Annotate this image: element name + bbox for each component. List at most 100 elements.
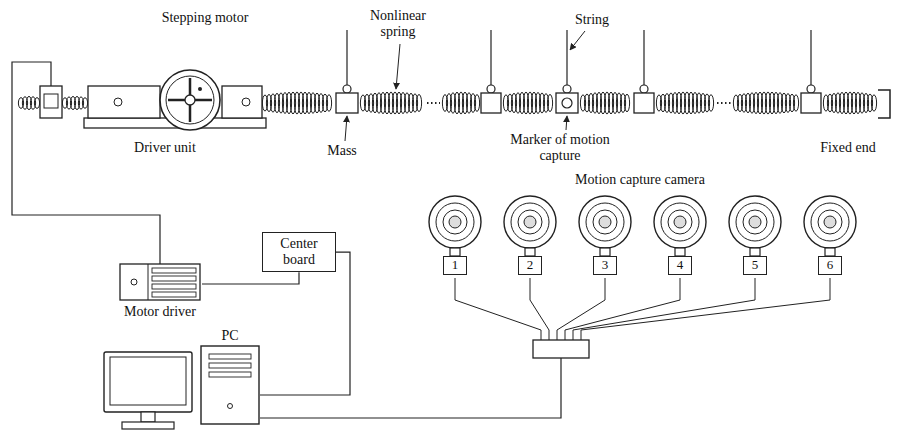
fixed-end: [878, 90, 890, 118]
camera-body: [654, 196, 706, 248]
driver-knob: [131, 279, 137, 285]
motion-capture-marker: [562, 98, 572, 108]
string: [810, 30, 811, 85]
nonlinear-spring: [360, 92, 421, 114]
nonlinear-spring: [503, 92, 552, 114]
string-ring: [563, 85, 571, 93]
stepping-motor-hub: [185, 95, 195, 105]
camera-cable: [455, 278, 541, 340]
part-label: Fixed end: [808, 140, 888, 156]
monitor-screen: [110, 357, 186, 405]
string-ring: [640, 85, 648, 93]
camera-group: [429, 196, 856, 256]
camera-neck: [600, 248, 610, 256]
camera-number-box: 1: [443, 256, 467, 275]
monitor-base: [122, 422, 174, 429]
camera-cable: [565, 278, 680, 340]
camera-to-pc-cable: [260, 358, 561, 418]
nonlinear-spring: [442, 92, 479, 114]
camera-neck: [525, 248, 535, 256]
driver-slot: [152, 268, 196, 273]
camera-ring: [736, 203, 774, 241]
bolt: [242, 98, 250, 106]
mass: [556, 93, 578, 113]
nonlinear-spring: [18, 96, 39, 109]
mass: [634, 93, 654, 113]
camera-lens: [749, 216, 761, 228]
camera-body: [579, 196, 631, 248]
node-text: 4: [669, 258, 691, 273]
spring-coil: [34, 98, 39, 109]
spring-coil: [708, 95, 713, 111]
camera-neck: [750, 248, 760, 256]
camera-ring: [518, 210, 542, 234]
camera-number-box: 5: [743, 256, 767, 275]
part-label: Mass: [317, 143, 367, 159]
camera-ring: [818, 210, 842, 234]
spring-coil: [416, 95, 421, 112]
camera-lens: [674, 216, 686, 228]
camera-ring: [511, 203, 549, 241]
node-text: 2: [519, 258, 541, 273]
camera-body: [804, 196, 856, 248]
camera-ring: [586, 203, 624, 241]
node-text: Motor driver: [118, 304, 202, 320]
node-text: 6: [819, 258, 841, 273]
camera-ring: [668, 210, 692, 234]
string: [566, 30, 567, 85]
bolt: [114, 98, 122, 106]
camera-lens: [599, 216, 611, 228]
part-label: String: [567, 12, 617, 28]
pc-case: [201, 346, 259, 424]
pc-tower: PC: [200, 328, 260, 426]
part-label: Motion capture camera: [540, 172, 740, 188]
part-label: Driver unit: [110, 140, 220, 156]
string-ring: [807, 85, 815, 93]
string: [346, 30, 347, 85]
stepping-motor-disc: [160, 70, 220, 130]
nonlinear-spring: [733, 92, 798, 114]
pc-illustration: [200, 344, 260, 426]
driver-case: [120, 264, 200, 300]
nonlinear-spring: [62, 96, 87, 109]
camera-neck: [825, 248, 835, 256]
node-text: Center board: [266, 236, 332, 268]
leader-arrow: [396, 44, 400, 89]
mass: [801, 93, 821, 113]
spring-coil: [474, 95, 479, 112]
camera-lens: [824, 216, 836, 228]
signal-cable: [260, 252, 350, 395]
motor-driver: Motor driver: [118, 262, 202, 320]
nonlinear-spring: [262, 92, 331, 114]
motor-housing-detail: [44, 94, 58, 108]
string: [643, 30, 644, 85]
camera-neck: [675, 248, 685, 256]
pc-drive-slot: [209, 372, 251, 377]
driver-slot: [152, 284, 196, 289]
camera-number-box: 4: [668, 256, 692, 275]
nonlinear-spring: [656, 92, 713, 114]
spring-coil: [326, 95, 331, 112]
camera-body: [504, 196, 556, 248]
camera-neck: [450, 248, 460, 256]
camera-ring: [436, 203, 474, 241]
stepping-motor-pin: [198, 87, 202, 91]
camera-number-box: 2: [518, 256, 542, 275]
camera-cable: [530, 278, 549, 340]
camera-ring: [811, 203, 849, 241]
spring-coil: [82, 98, 87, 108]
camera-number-box: 3: [593, 256, 617, 275]
camera-ring: [743, 210, 767, 234]
camera-body: [429, 196, 481, 248]
node-text: 5: [744, 258, 766, 273]
pc-power-button: [228, 404, 233, 409]
camera-cables: [455, 278, 830, 340]
stepping-motor-arm: [168, 78, 212, 122]
leader-arrow: [570, 31, 585, 50]
camera-ring: [593, 210, 617, 234]
spring-coil: [547, 94, 552, 111]
nonlinear-spring: [823, 92, 876, 114]
